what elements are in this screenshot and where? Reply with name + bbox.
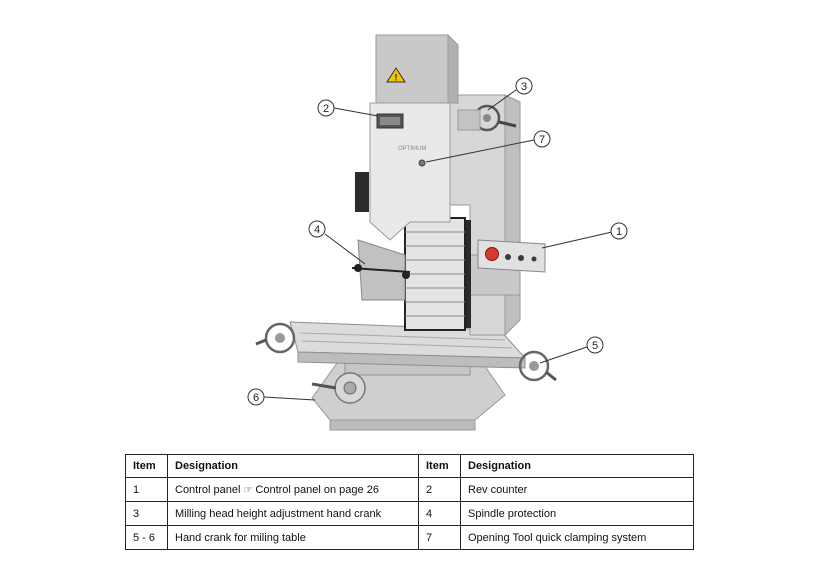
svg-text:4: 4 xyxy=(314,224,320,236)
table-row: 1 Control panel☞Control panel on page 26… xyxy=(125,477,694,502)
nameplate-brand: OPTIMUM xyxy=(398,146,426,152)
svg-text:5: 5 xyxy=(592,340,598,352)
emergency-stop-button xyxy=(485,247,499,261)
item-number: 1 xyxy=(125,477,168,502)
callout-1: 1 xyxy=(610,222,628,240)
header-designation: Designation xyxy=(460,454,694,478)
control-panel xyxy=(477,239,546,273)
item-number: 7 xyxy=(418,525,461,550)
milling-head: ! OPTIMUM xyxy=(369,33,517,241)
cross-reference-text: Control panel on page 26 xyxy=(255,483,379,496)
designation: Spindle protection xyxy=(460,501,694,526)
designation: Hand crank for miling table xyxy=(167,525,419,550)
header-item: Item xyxy=(418,454,461,478)
callout-7: 7 xyxy=(533,130,551,148)
svg-text:7: 7 xyxy=(539,134,545,146)
item-number: 3 xyxy=(125,501,168,526)
table-row: 3 Milling head height adjustment hand cr… xyxy=(125,501,694,526)
milling-machine-illustration: ! OPTIMUM 1 xyxy=(247,33,628,431)
svg-text:1: 1 xyxy=(616,226,622,238)
milling-table xyxy=(255,321,557,382)
callout-2: 2 xyxy=(317,99,335,117)
item-number: 2 xyxy=(418,477,461,502)
header-designation: Designation xyxy=(167,454,419,478)
svg-text:3: 3 xyxy=(521,81,527,93)
designation: Milling head height adjustment hand cran… xyxy=(167,501,419,526)
callout-4: 4 xyxy=(308,220,326,238)
callout-5: 5 xyxy=(586,336,604,354)
warning-triangle-icon xyxy=(386,67,406,83)
svg-text:2: 2 xyxy=(323,103,329,115)
warning-glyph: ! xyxy=(395,73,398,83)
spindle-protection-bellows xyxy=(404,217,471,331)
callout-3: 3 xyxy=(515,77,533,95)
callout-6: 6 xyxy=(247,388,265,406)
legend-header-row: Item Designation Item Designation xyxy=(125,454,694,478)
pointing-hand-icon: ☞ xyxy=(243,484,253,496)
legend-table: Item Designation Item Designation 1 Cont… xyxy=(125,454,694,550)
spindle-guard xyxy=(351,172,411,301)
designation: Control panel☞Control panel on page 26 xyxy=(167,477,419,502)
svg-text:6: 6 xyxy=(253,392,259,404)
callout-leaders xyxy=(263,89,613,401)
designation: Rev counter xyxy=(460,477,694,502)
item-number: 4 xyxy=(418,501,461,526)
item-number: 5 - 6 xyxy=(125,525,168,550)
header-item: Item xyxy=(125,454,168,478)
designation-text: Control panel xyxy=(175,483,241,496)
table-row: 5 - 6 Hand crank for miling table 7 Open… xyxy=(125,525,694,550)
designation: Opening Tool quick clamping system xyxy=(460,525,694,550)
